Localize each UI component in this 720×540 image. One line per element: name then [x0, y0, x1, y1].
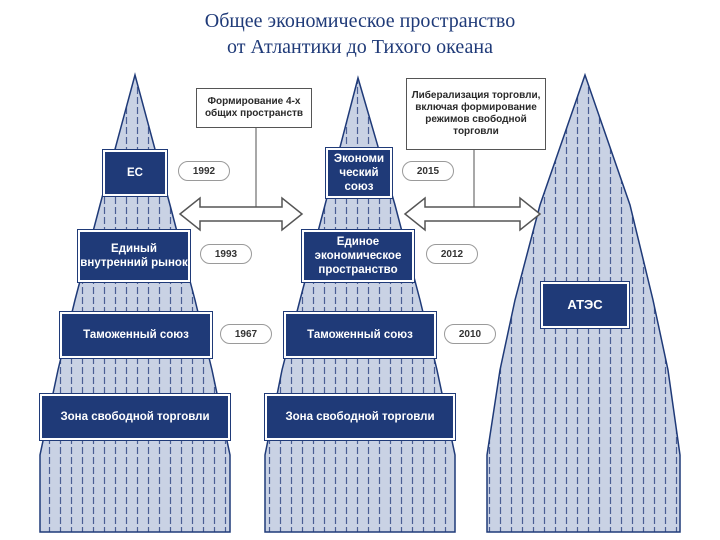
title-line-1: Общее экономическое пространство	[204, 10, 516, 32]
tower-eu-shape	[39, 72, 231, 533]
year-pill-1967: 1967	[220, 324, 272, 344]
double-arrow-left	[178, 196, 304, 232]
year-pill-2012: 2012	[426, 244, 478, 264]
callout-four-spaces: Формирование 4-х общих пространств	[196, 88, 312, 128]
year-pill-1992: 1992	[178, 161, 230, 181]
box-eu-es: ЕС	[103, 150, 167, 196]
title-line-2: от Атлантики до Тихого океана	[227, 36, 493, 58]
box-eaeu-free-trade-zone: Зона свободной торговли	[265, 394, 455, 440]
box-eaeu-common-economic-space: Единое экономическое пространство	[302, 230, 414, 282]
page-title: Общее экономическое пространство от Атла…	[0, 8, 720, 60]
box-eu-free-trade-zone: Зона свободной торговли	[40, 394, 230, 440]
year-pill-2015: 2015	[402, 161, 454, 181]
box-eu-single-market: Единый внутренний рынок	[78, 230, 190, 282]
box-eaeu-customs-union: Таможенный союз	[284, 312, 436, 358]
year-pill-1993: 1993	[200, 244, 252, 264]
year-pill-2010: 2010	[444, 324, 496, 344]
box-apec: АТЭС	[541, 282, 629, 328]
box-eaeu-economic-union: Экономи ческий союз	[326, 148, 392, 198]
box-eu-customs-union: Таможенный союз	[60, 312, 212, 358]
double-arrow-right	[403, 196, 542, 232]
callout-liberalization: Либерализация торговли, включая формиров…	[406, 78, 546, 150]
